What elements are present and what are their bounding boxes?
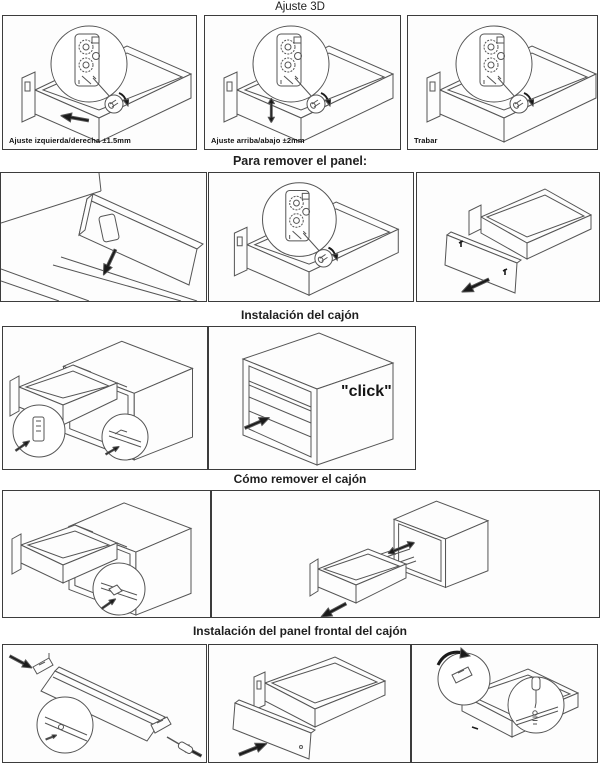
cabinet-drawer-diagram bbox=[3, 340, 194, 469]
section-title-remover-cajon: Cómo remover el cajón bbox=[233, 472, 367, 486]
panel-left-edge bbox=[79, 194, 93, 235]
click-annotation: "click" bbox=[341, 383, 392, 400]
front-panel-hole bbox=[300, 746, 303, 749]
detail-circle-screw bbox=[37, 697, 93, 753]
plate-lines bbox=[45, 717, 87, 741]
screwdriver-handle bbox=[532, 677, 540, 690]
panel-back-panel-release bbox=[0, 172, 207, 302]
drawer-right-wall bbox=[63, 543, 117, 583]
panel-drawer-click: "click" bbox=[208, 326, 416, 470]
base-lines bbox=[1, 257, 197, 301]
screw-head bbox=[533, 711, 537, 715]
release-opening bbox=[98, 214, 119, 243]
drawer-front-panel bbox=[10, 376, 19, 416]
panel-inner-line bbox=[53, 677, 155, 725]
tray-right-wall bbox=[315, 681, 385, 727]
panel-trabar: Trabar bbox=[407, 15, 598, 150]
section-title-panel-frontal: Instalación del panel frontal del cajón bbox=[192, 624, 408, 638]
tray-left-end-slot bbox=[257, 681, 261, 689]
tray-left-end bbox=[469, 205, 481, 235]
screw-head bbox=[59, 725, 64, 730]
drawer-front-band bbox=[249, 397, 311, 437]
front-panel-clips-diagram bbox=[7, 652, 204, 760]
cabinet-release-diagram bbox=[3, 502, 192, 616]
section-title-remover-panel: Para remover el panel: bbox=[232, 154, 368, 168]
release-lever bbox=[109, 585, 122, 595]
shelf-rail-lines bbox=[249, 381, 311, 411]
rail-profile bbox=[109, 430, 141, 447]
drawer-right-wall bbox=[356, 564, 406, 603]
clip-mark-right bbox=[503, 269, 507, 275]
panel-attach-front bbox=[208, 644, 411, 763]
clip-plate bbox=[33, 417, 44, 441]
drawer-removed-diagram bbox=[212, 500, 489, 617]
front-panel-face bbox=[233, 703, 311, 759]
tray-right-wall bbox=[527, 215, 591, 259]
tray-rim-inner bbox=[469, 675, 570, 715]
screw-threads bbox=[533, 717, 538, 724]
front-panel-face bbox=[445, 235, 517, 293]
section-title-ajuste-3d: Ajuste 3D bbox=[275, 1, 325, 13]
drawer-rim-inner bbox=[324, 554, 399, 580]
panel-caption: Trabar bbox=[414, 136, 438, 145]
back-panel-closeup-diagram bbox=[1, 173, 206, 301]
clip-top-left bbox=[33, 658, 53, 674]
drawer-mechanism-diagram bbox=[233, 173, 399, 296]
panel-lock-screwdriver bbox=[411, 644, 598, 763]
clip-top-left-detail bbox=[39, 653, 49, 665]
cabinet-right bbox=[317, 363, 393, 465]
clip-shape bbox=[452, 667, 472, 683]
clip-detail-line bbox=[458, 670, 464, 673]
drawer-front-panel bbox=[12, 534, 21, 574]
attach-arrow-icon bbox=[236, 738, 270, 760]
clip-bottom-right bbox=[151, 717, 171, 733]
clip-bottom-right-detail bbox=[157, 720, 163, 723]
drawer-front-panel bbox=[310, 559, 318, 596]
rotate-arrow-head-icon bbox=[460, 648, 470, 658]
tray-rim-inner bbox=[272, 663, 377, 703]
panel-caption: Ajuste arriba/abajo ±2mm bbox=[211, 136, 305, 145]
tray-left-end bbox=[254, 672, 265, 710]
panel-front-panel-removed bbox=[416, 172, 600, 302]
drawer-rim-inner bbox=[28, 531, 109, 558]
drawer-lock-diagram bbox=[426, 16, 597, 143]
panel-face bbox=[79, 199, 197, 285]
plate-lines bbox=[516, 707, 558, 725]
cabinet-click-diagram bbox=[209, 327, 415, 469]
front-panel-removed-diagram bbox=[417, 173, 599, 297]
drawer-left-right-diagram bbox=[21, 16, 192, 143]
clip-mark-left bbox=[459, 241, 463, 247]
clip-plate-lines bbox=[36, 421, 41, 431]
panel-release-lever bbox=[2, 490, 211, 618]
panel-drawer-on-rails bbox=[2, 326, 208, 470]
clip-arrow-left-icon bbox=[7, 652, 35, 672]
panel-ajuste-izquierda-derecha: Ajuste izquierda/derecha ±1.5mm bbox=[2, 15, 197, 150]
lock-screwdriver-diagram bbox=[412, 645, 597, 762]
panel-ajuste-arriba-abajo: Ajuste arriba/abajo ±2mm bbox=[204, 15, 401, 150]
panel-drawer-removed bbox=[211, 490, 600, 618]
screwdriver-handle bbox=[177, 741, 193, 755]
screwdriver-shaft bbox=[167, 737, 179, 744]
tray-rim-inner bbox=[487, 195, 584, 237]
back-wall-lines bbox=[1, 173, 101, 223]
panel-clips-on-front bbox=[2, 644, 207, 763]
section-title-instalacion-cajon: Instalación del cajón bbox=[240, 308, 360, 322]
attach-front-panel-diagram bbox=[209, 645, 410, 762]
drawer-right-wall bbox=[63, 383, 117, 425]
panel-caption: Ajuste izquierda/derecha ±1.5mm bbox=[9, 136, 131, 145]
panel-release-mechanism bbox=[208, 172, 414, 302]
pull-out-arrow-icon bbox=[318, 599, 349, 617]
panel-face bbox=[41, 671, 161, 741]
screwdriver-shaft bbox=[535, 690, 536, 708]
drawer-up-down-diagram bbox=[223, 16, 394, 143]
